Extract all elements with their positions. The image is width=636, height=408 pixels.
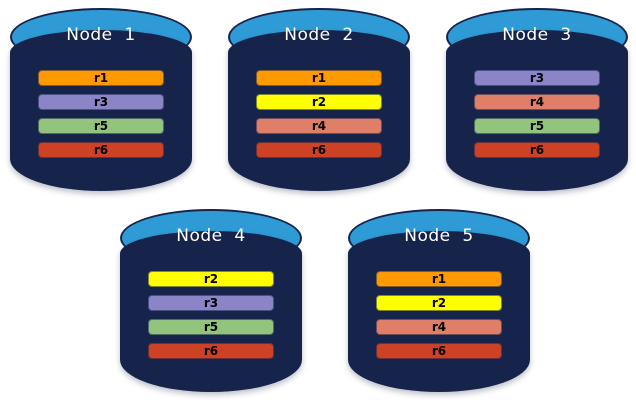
node-label: Node 4 <box>176 226 246 246</box>
database-node-3[interactable]: Node 3 r3 r4 r5 r6 <box>446 8 628 191</box>
replica-bar[interactable]: r2 <box>256 94 382 110</box>
node-label: Node 1 <box>66 25 136 45</box>
replica-bar[interactable]: r4 <box>256 118 382 134</box>
node-label: Node 5 <box>404 226 474 246</box>
replica-list: r3 r4 r5 r6 <box>474 70 600 158</box>
node-label: Node 2 <box>284 25 354 45</box>
replica-list: r1 r3 r5 r6 <box>38 70 164 158</box>
database-node-1[interactable]: Node 1 r1 r3 r5 r6 <box>10 8 192 191</box>
replica-bar[interactable]: r4 <box>376 319 502 335</box>
replica-list: r2 r3 r5 r6 <box>148 271 274 359</box>
replica-bar[interactable]: r4 <box>474 94 600 110</box>
replica-bar[interactable]: r3 <box>38 94 164 110</box>
replica-bar[interactable]: r3 <box>148 295 274 311</box>
cylinder-body-icon <box>120 231 302 392</box>
replica-bar[interactable]: r5 <box>474 118 600 134</box>
cylinder-body-icon <box>10 30 192 191</box>
replica-bar[interactable]: r2 <box>376 295 502 311</box>
replica-bar[interactable]: r1 <box>376 271 502 287</box>
replica-bar[interactable]: r1 <box>38 70 164 86</box>
replica-bar[interactable]: r6 <box>148 343 274 359</box>
replica-list: r1 r2 r4 r6 <box>376 271 502 359</box>
replica-list: r1 r2 r4 r6 <box>256 70 382 158</box>
replica-bar[interactable]: r2 <box>148 271 274 287</box>
replica-bar[interactable]: r5 <box>38 118 164 134</box>
replica-bar[interactable]: r3 <box>474 70 600 86</box>
database-node-2[interactable]: Node 2 r1 r2 r4 r6 <box>228 8 410 191</box>
database-node-5[interactable]: Node 5 r1 r2 r4 r6 <box>348 209 530 392</box>
cylinder-body-icon <box>228 30 410 191</box>
replica-bar[interactable]: r6 <box>38 142 164 158</box>
replica-bar[interactable]: r6 <box>256 142 382 158</box>
cylinder-body-icon <box>348 231 530 392</box>
replica-bar[interactable]: r6 <box>376 343 502 359</box>
replica-bar[interactable]: r6 <box>474 142 600 158</box>
replica-bar[interactable]: r5 <box>148 319 274 335</box>
database-node-4[interactable]: Node 4 r2 r3 r5 r6 <box>120 209 302 392</box>
node-label: Node 3 <box>502 25 572 45</box>
cylinder-body-icon <box>446 30 628 191</box>
replica-bar[interactable]: r1 <box>256 70 382 86</box>
